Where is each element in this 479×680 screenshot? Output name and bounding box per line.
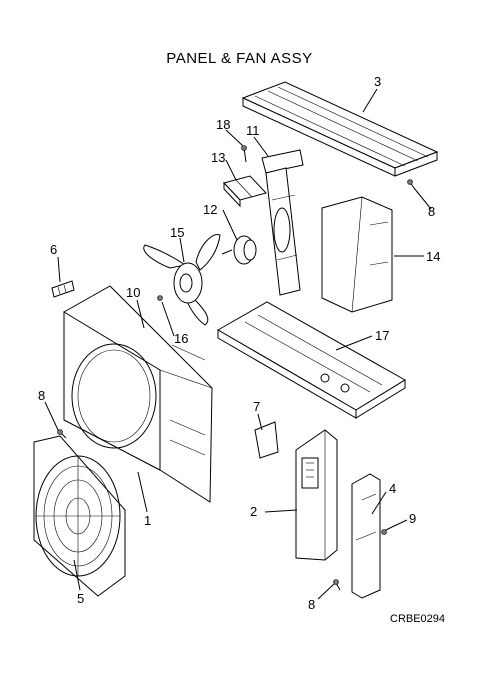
part-top-panel: [241, 81, 439, 177]
part-cabinet-front: [63, 285, 213, 503]
part-partition-plate: [321, 196, 393, 313]
part-service-cover: [351, 473, 381, 599]
callout-number: 11: [246, 123, 260, 138]
callout-number: 3: [374, 74, 382, 89]
part-screw-8-bottom: [333, 579, 341, 591]
leader-lines: [44, 88, 432, 600]
part-base-plate: [216, 301, 406, 419]
part-bracket: [223, 175, 267, 208]
callout-number: 16: [174, 331, 189, 346]
callout-number: 2: [250, 504, 258, 519]
part-bracket-7: [254, 421, 279, 459]
callout-number: 8: [308, 597, 316, 612]
part-fan-motor: [221, 235, 257, 265]
callout-number: 18: [216, 117, 231, 132]
callout-number: 7: [253, 399, 261, 414]
callout-number: 5: [77, 591, 85, 606]
part-screw-9: [381, 526, 393, 535]
callout-number: 14: [426, 249, 441, 264]
part-propeller-fan: [143, 234, 221, 326]
callout-number: 8: [38, 388, 46, 403]
part-screw-8-top: [407, 179, 415, 189]
part-side-panel: [295, 429, 338, 561]
callout-number: 9: [409, 511, 417, 526]
callout-number: 15: [170, 225, 185, 240]
part-washer-16: [157, 295, 163, 301]
drawing-code: CRBE0294: [390, 613, 446, 625]
diagram-title: PANEL & FAN ASSY: [166, 50, 313, 67]
callout-number: 17: [375, 328, 390, 343]
callout-number: 10: [126, 285, 141, 300]
callout-number: 13: [211, 150, 226, 165]
part-screw-18: [241, 145, 247, 163]
part-handle: [51, 280, 75, 298]
callout-number: 8: [428, 204, 436, 219]
callout-number: 12: [203, 202, 218, 217]
callout-number: 1: [144, 513, 152, 528]
part-motor-support: [261, 149, 304, 296]
part-fan-grille: [33, 435, 126, 597]
part-screw-8-left: [57, 429, 67, 439]
callout-number: 6: [50, 242, 58, 257]
callout-number: 4: [389, 481, 397, 496]
